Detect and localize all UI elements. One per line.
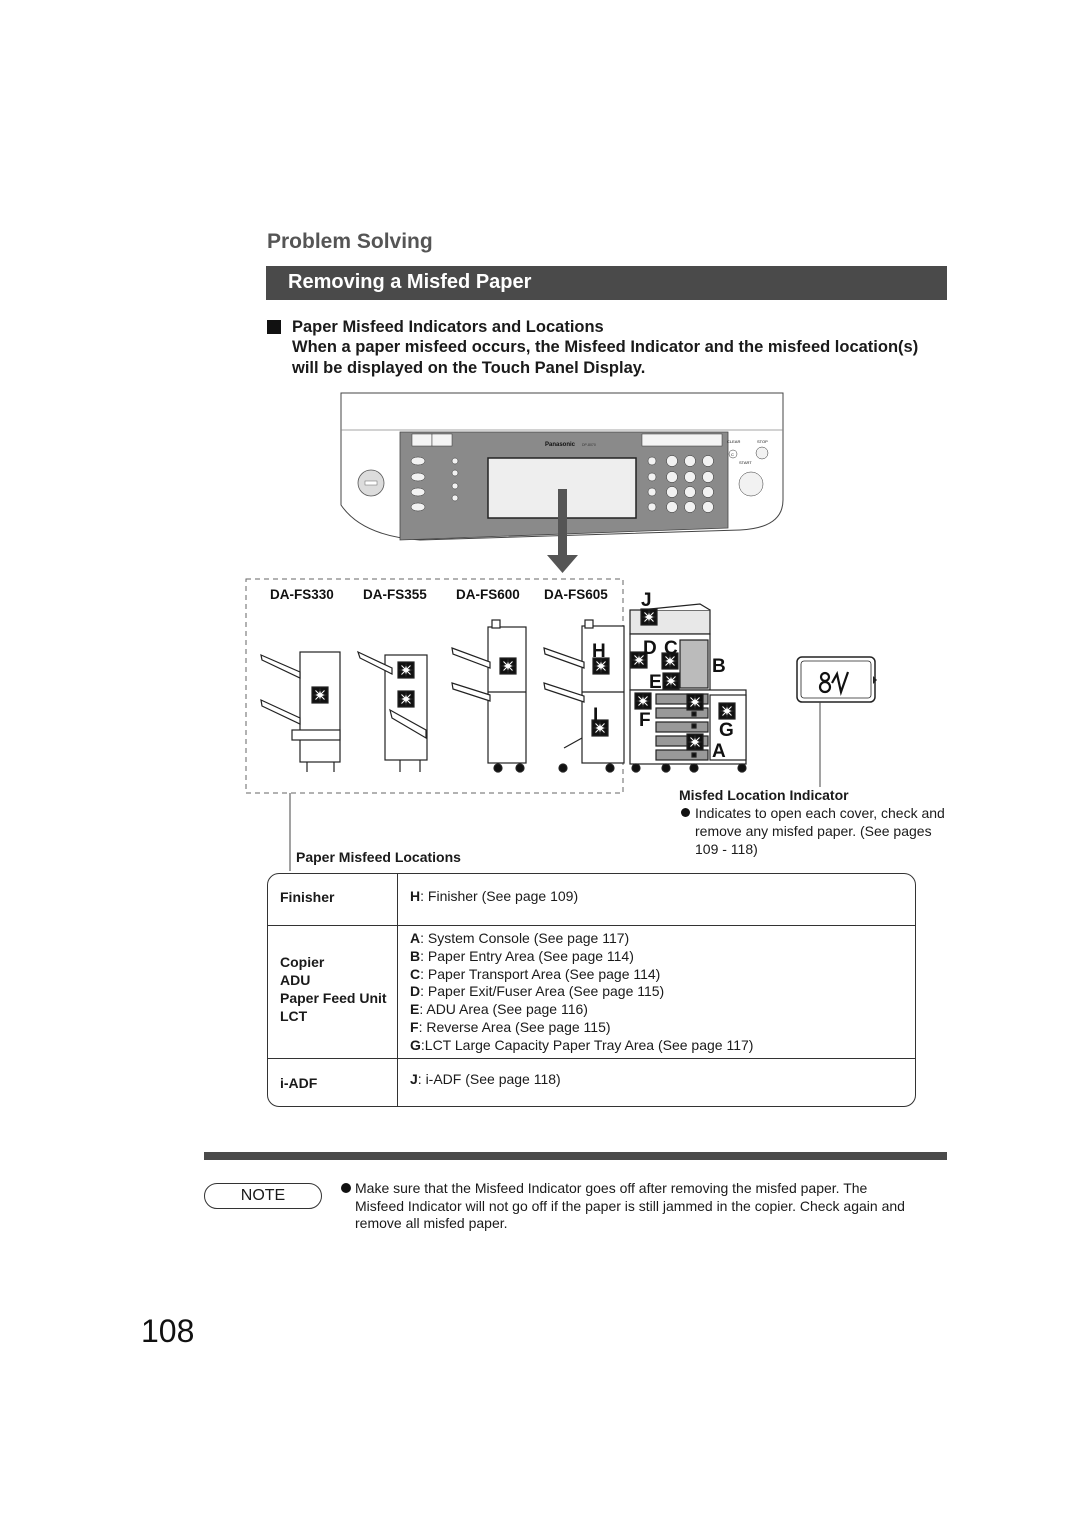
table-row-iadf-category: i-ADF: [280, 1074, 317, 1092]
location-letter-b: B: [712, 656, 726, 677]
location-item: A: System Console (See page 117): [410, 930, 753, 948]
note-text: Make sure that the Misfeed Indicator goe…: [355, 1180, 905, 1232]
location-letter-f: F: [639, 710, 651, 731]
location-item: H: Finisher (See page 109): [410, 888, 578, 906]
misfed-location-indicator-title: Misfed Location Indicator: [679, 787, 849, 803]
table-row-copier-items: A: System Console (See page 117) B: Pape…: [410, 930, 753, 1055]
panel-clear-key: C: [731, 452, 734, 457]
location-letter-d: D: [643, 638, 657, 659]
model-label-fs330: DA-FS330: [270, 587, 334, 602]
location-letter: C: [410, 965, 421, 982]
category-label: i-ADF: [280, 1075, 318, 1091]
location-item: B: Paper Entry Area (See page 114): [410, 948, 753, 966]
location-item: G:LCT Large Capacity Paper Tray Area (Se…: [410, 1037, 753, 1055]
model-label-fs605: DA-FS605: [544, 587, 608, 602]
location-letter: B: [410, 947, 421, 964]
panel-start-label: START: [739, 460, 752, 465]
page-number: 108: [141, 1313, 195, 1349]
table-row-iadf-items: J: i-ADF (See page 118): [410, 1071, 561, 1089]
panel-model: DP-8070: [582, 443, 596, 447]
location-item: J: i-ADF (See page 118): [410, 1071, 561, 1089]
category-label: LCT: [280, 1008, 308, 1024]
location-letter: G: [410, 1036, 421, 1053]
square-bullet-icon: [267, 320, 281, 334]
down-arrow-icon: [547, 489, 578, 573]
category-label: ADU: [280, 972, 311, 988]
location-text: :LCT Large Capacity Paper Tray Area (See…: [420, 1036, 754, 1053]
model-label-fs600: DA-FS600: [456, 587, 520, 602]
location-text: : Paper Transport Area (See page 114): [420, 965, 661, 982]
finisher-fs355: [356, 650, 428, 772]
category-label: Paper Feed Unit: [280, 990, 387, 1006]
location-letter: A: [410, 930, 421, 946]
location-text: : i-ADF (See page 118): [417, 1071, 561, 1087]
location-text: : System Console (See page 117): [420, 930, 630, 946]
table-divider: [397, 874, 398, 1106]
table-row-finisher-category: Finisher: [280, 888, 334, 906]
banner-title: Removing a Misfed Paper: [288, 271, 532, 293]
location-letter-g: G: [719, 720, 734, 741]
location-item: F: Reverse Area (See page 115): [410, 1019, 753, 1037]
location-text: : ADU Area (See page 116): [419, 1001, 588, 1018]
location-text: : Paper Entry Area (See page 114): [420, 947, 634, 964]
location-letter: J: [410, 1071, 418, 1087]
misfeed-symbol-icon: [818, 670, 850, 697]
location-letter-e: E: [649, 672, 662, 693]
divider-rule: [204, 1152, 947, 1160]
location-text: : Paper Exit/Fuser Area (See page 115): [420, 983, 665, 1000]
note-label: NOTE: [204, 1183, 322, 1209]
copier-illustration: [629, 603, 747, 773]
section-title: Problem Solving: [267, 230, 433, 253]
category-label: Finisher: [280, 889, 335, 905]
location-item: D: Paper Exit/Fuser Area (See page 115): [410, 983, 753, 1001]
bullet-icon: [681, 808, 690, 817]
control-panel: Panasonic DP-8070 CLEAR STOP START C: [340, 392, 784, 541]
location-item: E: ADU Area (See page 116): [410, 1001, 753, 1019]
misfeed-indicator-button: [796, 656, 877, 787]
location-letter-a: A: [712, 741, 726, 762]
paper-misfeed-locations-title: Paper Misfeed Locations: [296, 849, 461, 865]
misfeed-locations-table: [267, 873, 916, 1107]
category-label: Copier: [280, 954, 325, 970]
location-text: : Reverse Area (See page 115): [418, 1018, 611, 1035]
location-letter: E: [410, 1001, 420, 1018]
bullet-icon: [341, 1183, 351, 1193]
location-item: C: Paper Transport Area (See page 114): [410, 966, 753, 984]
finisher-fs600: [451, 619, 527, 773]
sub-heading: Paper Misfeed Indicators and Locations: [292, 318, 604, 336]
location-letter-j: J: [641, 590, 652, 611]
location-text: : Finisher (See page 109): [420, 888, 579, 904]
intro-text: When a paper misfeed occurs, the Misfeed…: [292, 338, 919, 377]
panel-clear-label: CLEAR: [727, 439, 740, 444]
location-letter-c: C: [664, 638, 678, 659]
panel-brand: Panasonic: [545, 442, 576, 448]
table-divider: [268, 1058, 916, 1059]
misfed-location-indicator-text: Indicates to open each cover, check and …: [695, 805, 945, 857]
location-letter-h: H: [592, 641, 606, 662]
location-letter: H: [410, 888, 421, 904]
model-label-fs355: DA-FS355: [363, 587, 427, 602]
banner: Removing a Misfed Paper: [266, 266, 947, 300]
finisher-fs605: [543, 619, 625, 773]
finisher-fs330: [260, 651, 341, 772]
table-row-copier-category: Copier ADU Paper Feed Unit LCT: [280, 953, 387, 1025]
location-letter: D: [410, 983, 421, 1000]
table-row-finisher-items: H: Finisher (See page 109): [410, 888, 578, 906]
panel-stop-label: STOP: [757, 439, 768, 444]
location-letter-i: I: [593, 705, 598, 726]
table-divider: [268, 925, 916, 926]
location-letter: F: [410, 1018, 419, 1035]
